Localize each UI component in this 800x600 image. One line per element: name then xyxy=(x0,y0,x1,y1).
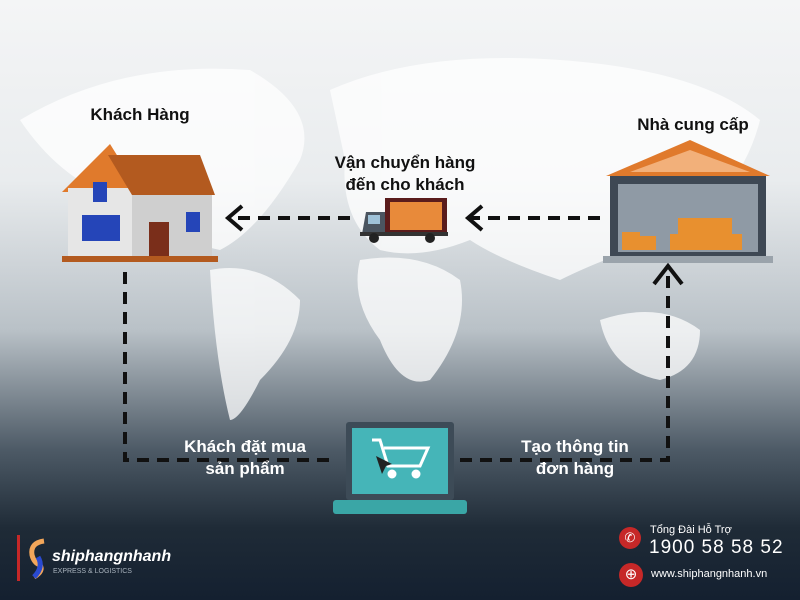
dashed-connectors xyxy=(123,216,670,462)
order-line-1: Khách đặt mua xyxy=(184,437,306,456)
shipping-line-2: đến cho khách xyxy=(345,175,465,194)
phone-icon: ✆ xyxy=(619,527,641,549)
shopping-cart-icon xyxy=(372,438,431,479)
shipping-line-1: Vận chuyển hàng xyxy=(334,153,476,172)
brand-tagline: EXPRESS & LOGISTICS xyxy=(53,568,132,575)
cursor-icon xyxy=(376,456,392,474)
create-order-line-1: Tạo thông tin xyxy=(521,437,629,456)
arrowheads xyxy=(224,204,684,286)
laptop-icon xyxy=(333,422,467,514)
order-line-2: sản phẩm xyxy=(205,459,285,478)
brand-name: shiphangnhanh xyxy=(52,548,172,565)
warehouse-icon xyxy=(603,140,773,263)
create-order-label: Tạo thông tin đơn hàng xyxy=(490,436,660,480)
website-link[interactable]: www.shiphangnhanh.vn xyxy=(651,568,768,580)
truck-icon xyxy=(360,198,448,243)
customer-label: Khách Hàng xyxy=(90,105,190,124)
house-icon xyxy=(62,144,218,262)
order-label: Khách đặt mua sản phẩm xyxy=(160,436,330,480)
hotline-number[interactable]: 1900 58 58 52 xyxy=(649,537,784,558)
shipping-label: Vận chuyển hàng đến cho khách xyxy=(305,152,505,196)
brand-logo-icon xyxy=(29,538,45,580)
brand-divider xyxy=(17,535,20,581)
globe-icon: ⊕ xyxy=(619,563,643,587)
create-order-line-2: đơn hàng xyxy=(535,459,615,478)
hotline-label: Tổng Đài Hỗ Trợ xyxy=(650,524,732,536)
supplier-label: Nhà cung cấp xyxy=(637,115,749,134)
